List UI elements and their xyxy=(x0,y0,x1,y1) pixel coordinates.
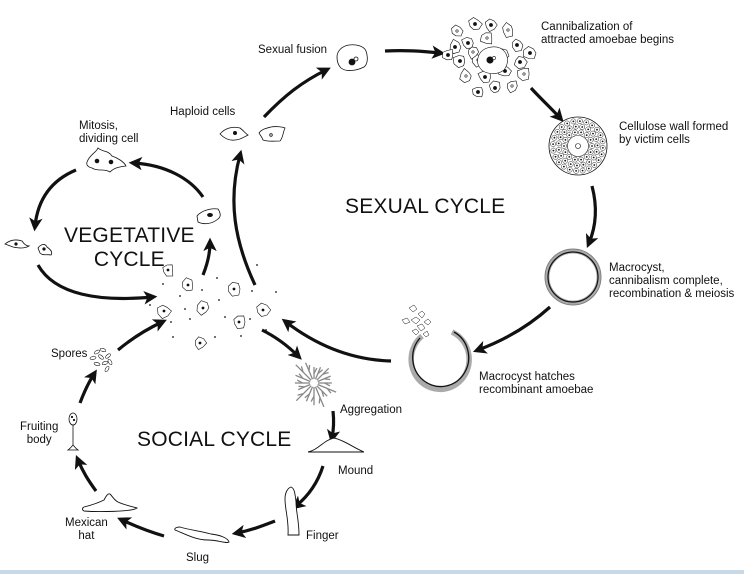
arrow-mitosis-to-split xyxy=(29,168,77,232)
arrow-split-to-pool xyxy=(36,264,158,305)
finger-icon xyxy=(284,486,300,536)
arrow-macrocyst-to-hatch xyxy=(472,305,552,354)
mitosis-cell-icon xyxy=(86,147,127,173)
arrow-pool-to-aggregation xyxy=(261,328,302,360)
aggregation-star-icon xyxy=(294,362,337,408)
label-finger: Finger xyxy=(306,530,339,542)
label-spores: Spores xyxy=(51,348,88,360)
label-fruiting-body: Fruiting body xyxy=(20,421,59,446)
label-slug: Slug xyxy=(186,552,210,564)
arrow-pool-to-haploid xyxy=(231,149,257,286)
arrow-finger-to-slug xyxy=(231,519,276,539)
arrow-haploid-to-fusion xyxy=(262,67,331,119)
arrow-hat-to-fruiting xyxy=(74,455,98,492)
fruiting-body-icon xyxy=(66,412,80,451)
vegetative-cycle-title: VEGETATIVE CYCLE xyxy=(64,224,195,271)
mexican-hat-icon xyxy=(82,493,138,512)
label-cannibalization: Cannibalization of attracted amoebae beg… xyxy=(541,21,674,46)
mound-icon xyxy=(307,437,365,453)
label-macrocyst: Macrocyst, cannibalism complete, recombi… xyxy=(609,262,735,300)
label-cellulose-wall: Cellulose wall formed by victim cells xyxy=(619,121,729,146)
cannibalization-cluster-icon xyxy=(442,17,537,98)
sexual-fusion-cell-icon xyxy=(336,44,368,71)
social-cycle-title: SOCIAL CYCLE xyxy=(137,428,292,451)
label-sexual-fusion: Sexual fusion xyxy=(258,44,328,56)
label-mexican-hat: Mexican hat xyxy=(65,517,108,542)
arrow-spores-to-pool xyxy=(116,319,167,352)
arrow-wall-to-macrocyst xyxy=(585,185,599,248)
arrow-slug-to-hat xyxy=(117,517,165,538)
arrow-fusion-to-cannibal xyxy=(384,45,446,59)
slug-icon xyxy=(174,526,230,543)
arrow-pool-to-vegcell xyxy=(201,237,217,276)
amoeba-pool-icon xyxy=(149,264,277,350)
macrocyst-icon xyxy=(544,248,602,306)
bottom-border xyxy=(0,570,744,574)
label-aggregation: Aggregation xyxy=(340,404,403,416)
split-cell-icon xyxy=(4,239,53,256)
label-macrocyst-hatches: Macrocyst hatches recombinant amoebae xyxy=(479,371,594,396)
label-haploid-cells: Haploid cells xyxy=(170,106,236,118)
arrow-mound-to-finger xyxy=(291,465,325,510)
label-mound: Mound xyxy=(338,465,374,477)
arrow-to-mitosis xyxy=(128,156,205,198)
sexual-cycle-title: SEXUAL CYCLE xyxy=(345,195,506,218)
label-mitosis: Mitosis, dividing cell xyxy=(79,120,139,145)
hatching-macrocyst-icon xyxy=(401,304,472,393)
cellulose-wall-icon xyxy=(548,116,608,176)
arrow-aggregation-to-mound xyxy=(326,410,341,444)
arrow-fruiting-to-spores xyxy=(78,369,97,404)
haploid-cells-icon xyxy=(219,126,286,142)
arrow-cannibal-to-wall xyxy=(529,86,564,122)
vegetative-cell-icon xyxy=(196,208,221,225)
spores-icon xyxy=(89,347,113,373)
arrow-hatch-to-pool xyxy=(281,318,392,363)
